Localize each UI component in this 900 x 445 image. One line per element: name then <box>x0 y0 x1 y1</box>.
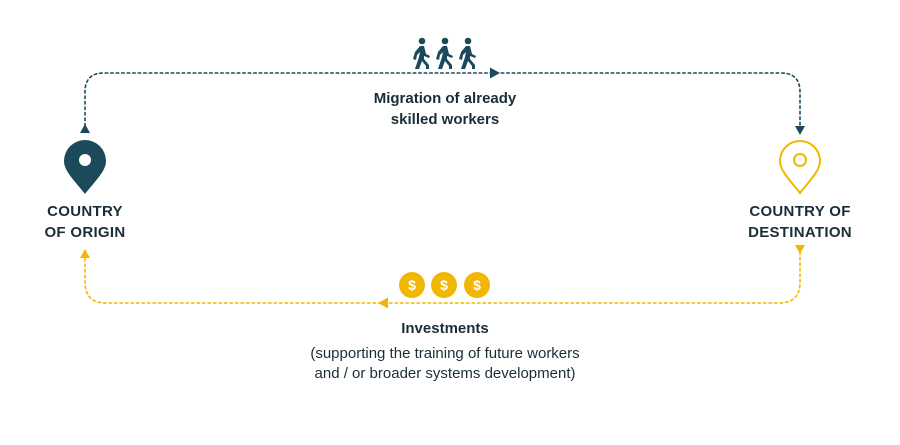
location-pin-filled-icon <box>64 140 106 194</box>
investment-arrow-up <box>80 249 90 258</box>
dollar-symbol: $ <box>440 277 448 293</box>
investments-description-line2: and / or broader systems development) <box>314 365 576 382</box>
investments-description: (supporting the training of future worke… <box>270 344 620 384</box>
migration-label: Migration of already skilled workers <box>330 88 560 130</box>
country-of-origin-label: COUNTRY OF ORIGIN <box>30 201 140 243</box>
origin-label-line2: OF ORIGIN <box>44 224 126 241</box>
migration-arrow-down <box>795 126 805 135</box>
origin-label-line1: COUNTRY <box>47 203 123 220</box>
destination-label-line2: DESTINATION <box>748 224 852 241</box>
walking-person-icon <box>436 37 453 69</box>
walking-people-icon <box>413 37 476 69</box>
investments-title: Investments <box>401 320 489 337</box>
dollar-symbol: $ <box>408 277 416 293</box>
destination-label-line1: COUNTRY OF <box>749 203 851 220</box>
location-pin-outline-icon <box>778 140 822 195</box>
dollar-symbol: $ <box>473 277 481 293</box>
investment-flow-line <box>84 251 801 304</box>
dollar-coins: $ $ $ <box>399 272 490 298</box>
migration-arrow-up <box>80 124 90 133</box>
dollar-coin-icon: $ <box>464 272 490 298</box>
investment-arrow-left <box>378 297 388 309</box>
investments-description-line1: (supporting the training of future worke… <box>310 345 580 362</box>
walking-person-icon <box>459 37 476 69</box>
dollar-coin-icon: $ <box>431 272 457 298</box>
dollar-coin-icon: $ <box>399 272 425 298</box>
migration-label-line1: Migration of already <box>373 90 517 107</box>
migration-flow-line <box>84 72 801 129</box>
country-of-destination-label: COUNTRY OF DESTINATION <box>735 201 865 243</box>
migration-arrow-right <box>490 67 500 79</box>
walking-person-icon <box>413 37 430 69</box>
investment-arrow-down <box>795 245 805 254</box>
migration-label-line2: skilled workers <box>390 111 500 128</box>
